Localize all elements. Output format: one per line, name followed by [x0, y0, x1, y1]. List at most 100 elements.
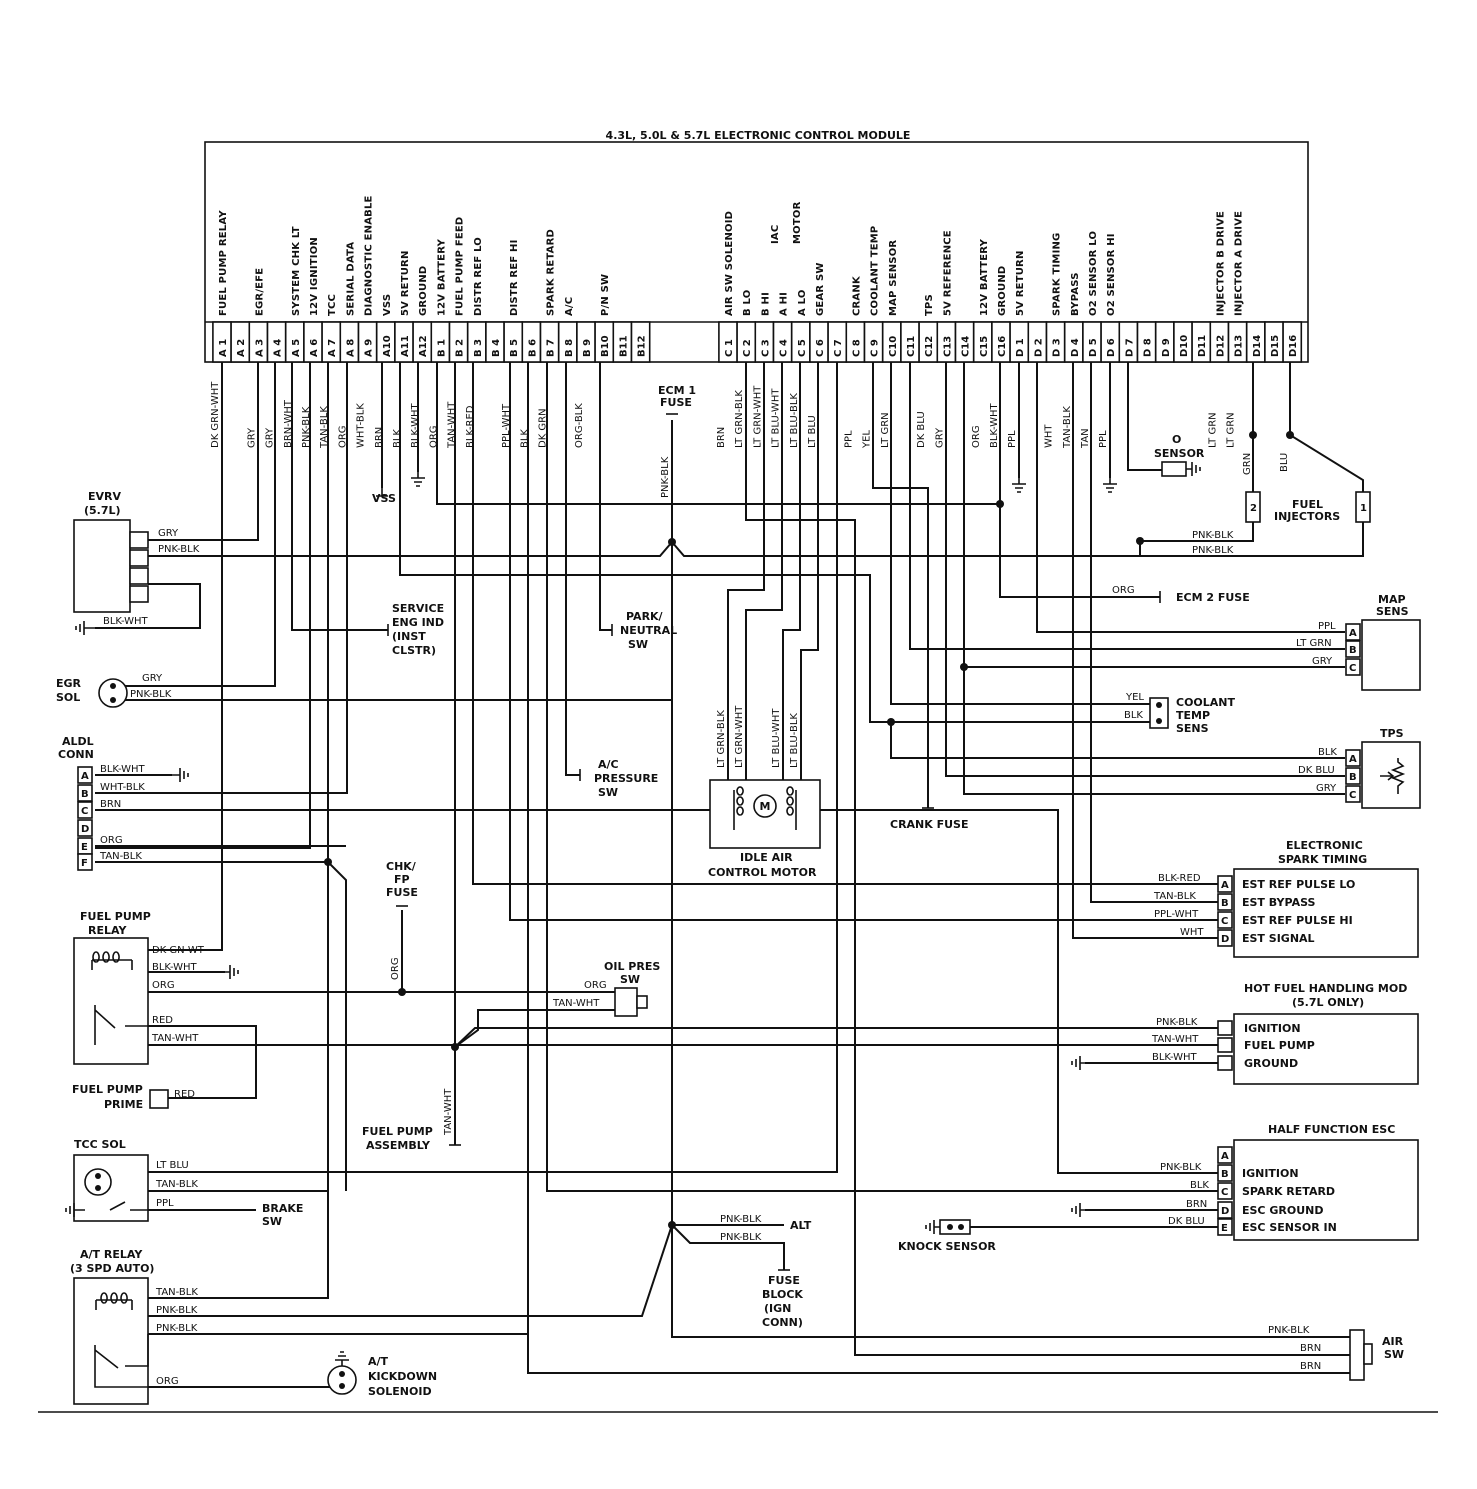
cts-body	[1149, 697, 1169, 729]
wire-b8	[565, 362, 580, 776]
motor-label: MOTOR	[792, 201, 803, 244]
right-pin-function: TPS	[924, 294, 935, 316]
wire-c3	[745, 362, 783, 790]
ecm1-label2: FUSE	[660, 396, 692, 409]
wire-b5	[509, 362, 1218, 921]
right-pin-label: D 4	[1070, 338, 1081, 357]
relay-coil-icon	[91, 951, 133, 970]
left-pin-function: 12V IGNITION	[309, 237, 320, 316]
left-pin-function: FUEL PUMP FEED	[455, 217, 466, 316]
aldl-pin-cell	[77, 853, 93, 871]
right-pin-wire: GRY	[934, 427, 945, 448]
ground-icon	[225, 965, 239, 979]
map-wire-gry: GRY	[1312, 656, 1333, 667]
wire-at-pnkblk1	[148, 1224, 673, 1317]
kickdown-pin	[339, 1383, 345, 1389]
fpp-label2: PRIME	[104, 1098, 143, 1111]
fpp-wire-red: RED	[174, 1089, 195, 1100]
left-pin-function: 12V BATTERY	[436, 238, 447, 316]
wire-a6	[95, 362, 311, 849]
right-pin-label: C 7	[833, 339, 844, 357]
right-pin-function: INJECTOR B DRIVE	[1215, 211, 1226, 316]
wire-c12	[945, 362, 1345, 777]
hfm-label1: HOT FUEL HANDLING MOD	[1244, 982, 1407, 995]
left-pin-function: 5V RETURN	[400, 250, 411, 316]
ops-label1: OIL PRES	[604, 960, 660, 973]
left-pin-function: TCC	[327, 294, 338, 316]
right-pin-label: D16	[1288, 335, 1299, 357]
right-pin-function: B LO	[742, 290, 753, 316]
left-pin-wire: BLK-WHT	[410, 402, 421, 448]
esc-item: IGNITION	[1242, 1167, 1299, 1180]
fb-label2: BLOCK	[762, 1288, 803, 1301]
alt-fuse-block: PNK-BLK PNK-BLK ALT FUSE BLOCK (IGN CONN…	[720, 1214, 812, 1329]
injector-1	[1355, 491, 1371, 523]
airsw-wire-pnkblk: PNK-BLK	[1268, 1325, 1310, 1336]
right-pin-label: C11	[906, 336, 917, 357]
egr-label1: EGR	[56, 677, 82, 690]
airsw-wire-brn1: BRN	[1300, 1343, 1321, 1354]
iac-label1: IDLE AIR	[740, 851, 793, 864]
left-pin-wire: PNK-BLK	[301, 406, 312, 448]
park-neutral-sw: PARK/ NEUTRAL SW	[611, 610, 677, 651]
right-pin-label: C 5	[797, 339, 808, 357]
chk-fp-fuse: CHK/ FP FUSE ORG	[386, 860, 418, 980]
right-pin-wire: PPL	[1098, 430, 1109, 448]
est-label1: ELECTRONIC	[1286, 839, 1363, 852]
egr-wire-gry: GRY	[142, 673, 163, 684]
pn-label1: PARK/	[626, 610, 664, 623]
left-pin-function: DIAGNOSTIC ENABLE	[364, 195, 375, 316]
left-pin-label: A 7	[327, 339, 338, 357]
tps-pin-letter: B	[1349, 772, 1357, 783]
esc-pin-letter: C	[1221, 1187, 1228, 1198]
right-pin-label: C16	[997, 336, 1008, 357]
left-pin-label: B11	[618, 335, 629, 357]
aldl-wire-org: ORG	[100, 835, 123, 846]
cts-pin	[1156, 702, 1162, 708]
o2-label2: SENSOR	[1154, 447, 1205, 460]
junction-dot	[324, 858, 332, 866]
est-pin-letter: C	[1221, 916, 1228, 927]
map-pin-cell	[1345, 658, 1361, 676]
left-pin-wire: TAN-WHT	[447, 401, 458, 449]
est-wire: PPL-WHT	[1154, 909, 1199, 920]
aldl-wire-blkwht: BLK-WHT	[100, 764, 146, 775]
vss: VSS	[372, 472, 425, 505]
esc-wire: BRN	[1186, 1199, 1207, 1210]
kickdown-label2: KICKDOWN	[368, 1370, 437, 1383]
aldl-pin-cell	[77, 801, 93, 819]
ground-icon	[65, 1203, 85, 1217]
left-pin-wire: BLK	[392, 429, 403, 448]
left-pin-label: B 9	[582, 339, 593, 357]
alt-wire1: PNK-BLK	[720, 1214, 762, 1225]
esc-pin-cell	[1217, 1146, 1233, 1164]
map-body	[1361, 619, 1421, 691]
junction-dot	[1136, 537, 1144, 545]
ground-icon	[411, 472, 425, 487]
esc-item: ESC SENSOR IN	[1242, 1221, 1337, 1234]
fuel-injectors: 2 1 FUEL INJECTORS GRN BLU PNK-BLK PNK-B…	[1192, 453, 1371, 556]
right-pin-label: D 9	[1161, 338, 1172, 357]
aldl-label2: CONN	[58, 748, 94, 761]
tcc-wire-ppl: PPL	[156, 1198, 174, 1209]
right-pin-function: GEAR SW	[815, 262, 826, 316]
evrv-pin	[129, 585, 149, 603]
alt-wire2: PNK-BLK	[720, 1232, 762, 1243]
wire-relay-red	[148, 1025, 257, 1099]
left-pin-wire: DK GRN-WHT	[210, 381, 221, 448]
wire-d1	[1036, 362, 1345, 633]
inj-wire-grn: GRN	[1242, 453, 1253, 475]
tcc-pin	[95, 1173, 101, 1179]
ground-icon	[75, 621, 95, 635]
left-pin-function: FUEL PUMP RELAY	[218, 210, 229, 316]
left-pin-wire: BLK-RED	[465, 405, 476, 448]
inj-pin2: 2	[1250, 503, 1257, 514]
ac-pressure-sw: A/C PRESSURE SW	[579, 758, 658, 799]
fpr-label2: RELAY	[88, 924, 127, 937]
kickdown-pin	[339, 1371, 345, 1377]
right-pin-label: C10	[888, 336, 899, 357]
hfm-label2: (5.7L ONLY)	[1292, 996, 1364, 1009]
